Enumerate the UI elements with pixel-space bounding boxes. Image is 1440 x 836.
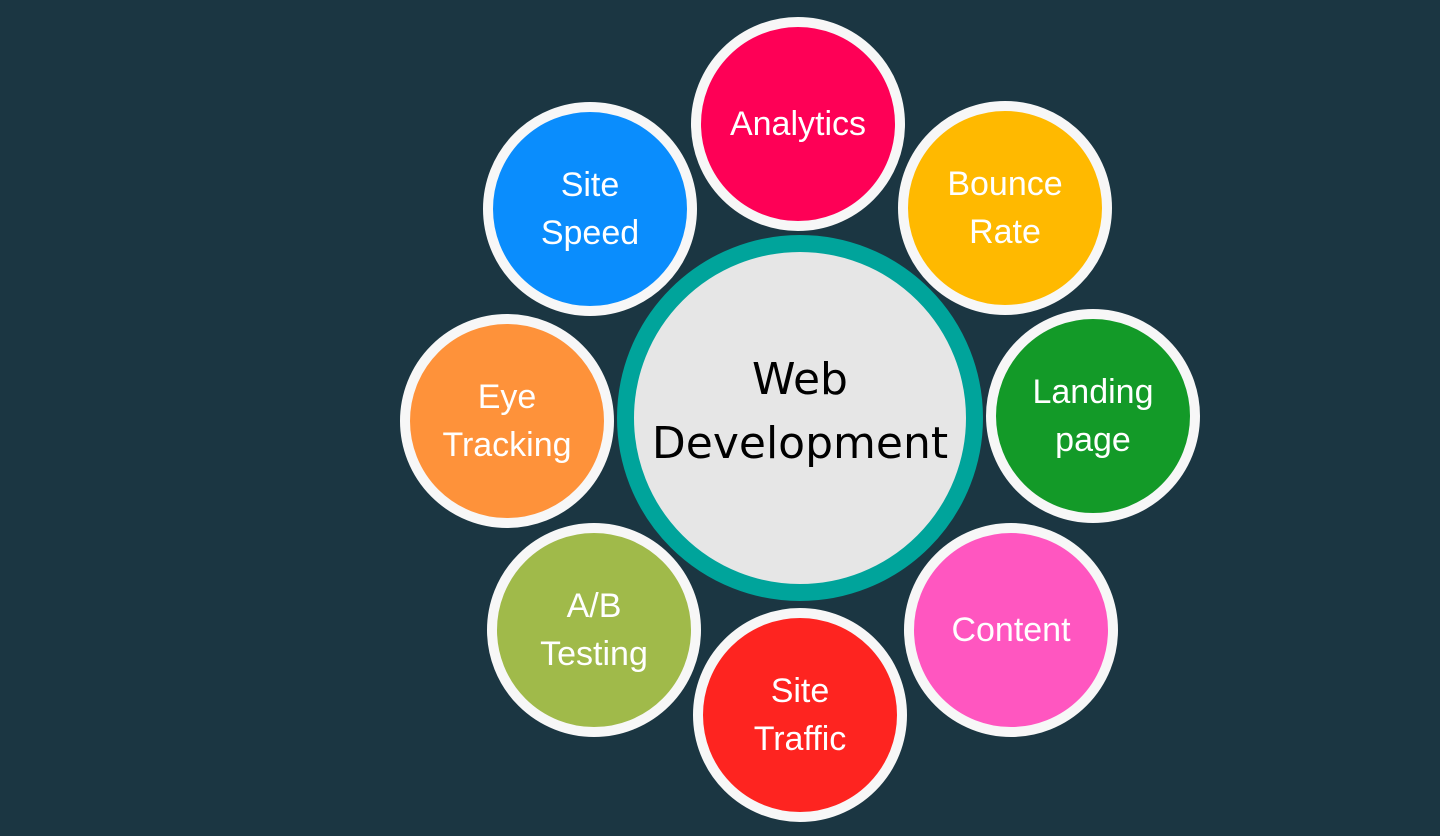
node-label-bounce-rate: Bounce Rate (947, 165, 1063, 251)
node-label-content: Content (951, 611, 1071, 649)
node-label-ab-testing: A/B Testing (540, 587, 648, 673)
node-site-speed: Site Speed (483, 102, 697, 316)
node-label-eye-tracking: Eye Tracking (442, 378, 572, 464)
node-landing-page: Landing page (986, 309, 1200, 523)
node-label-site-speed: Site Speed (540, 166, 640, 252)
node-label-analytics: Analytics (729, 105, 867, 143)
node-eye-tracking: Eye Tracking (400, 314, 614, 528)
center-circle-web-development: Web Development (617, 235, 983, 601)
node-site-traffic: Site Traffic (693, 608, 907, 822)
node-label-landing-page: Landing page (1032, 373, 1154, 459)
node-bounce-rate: Bounce Rate (898, 101, 1112, 315)
node-ab-testing: A/B Testing (487, 523, 701, 737)
center-label: Web Development (651, 354, 949, 469)
node-analytics: Analytics (691, 17, 905, 231)
node-content: Content (904, 523, 1118, 737)
node-label-site-traffic: Site Traffic (753, 672, 847, 758)
